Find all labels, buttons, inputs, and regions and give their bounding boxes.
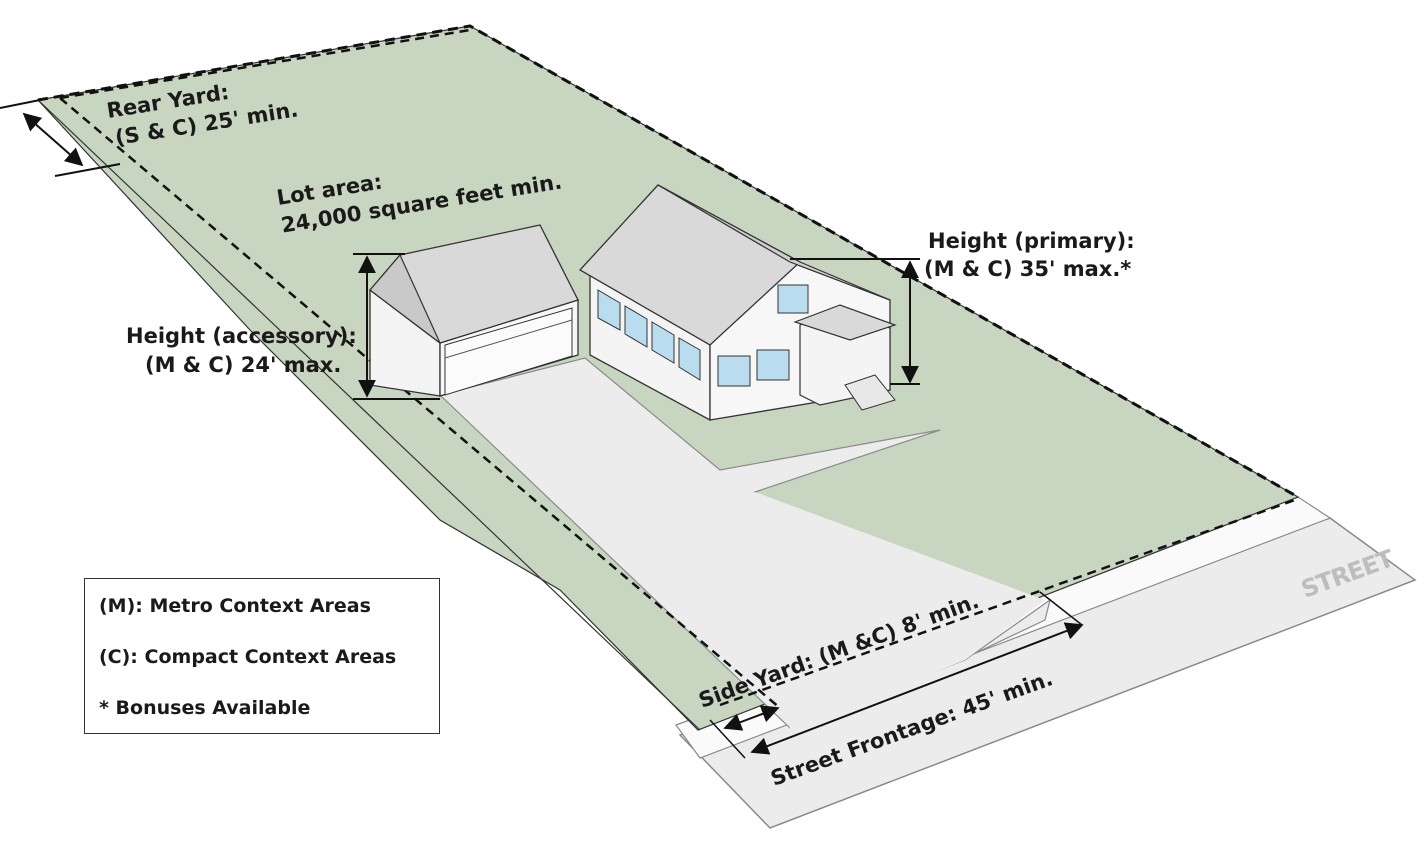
height-accessory-label: Height (accessory): (M & C) 24' max. (126, 324, 364, 377)
legend: (M): Metro Context Areas (C): Compact Co… (84, 578, 440, 734)
height-primary-label: Height (primary): (M & C) 35' max.* (924, 229, 1142, 281)
legend-item-metro: (M): Metro Context Areas (99, 595, 371, 617)
side-setback-line-right (719, 498, 1296, 707)
lot-line-left (37, 99, 701, 731)
street-frontage-dimension (750, 622, 1084, 755)
window (777, 284, 809, 314)
legend-item-bonuses: * Bonuses Available (99, 697, 311, 719)
rear-yard-dimension (22, 112, 84, 167)
primary-house (578, 184, 897, 422)
rear-setback-line (59, 28, 471, 100)
legend-item-compact: (C): Compact Context Areas (99, 646, 397, 668)
side-setback-line-left (59, 97, 781, 709)
accessory-garage (369, 224, 579, 397)
lot-line (37, 24, 1299, 499)
steps (844, 374, 896, 411)
